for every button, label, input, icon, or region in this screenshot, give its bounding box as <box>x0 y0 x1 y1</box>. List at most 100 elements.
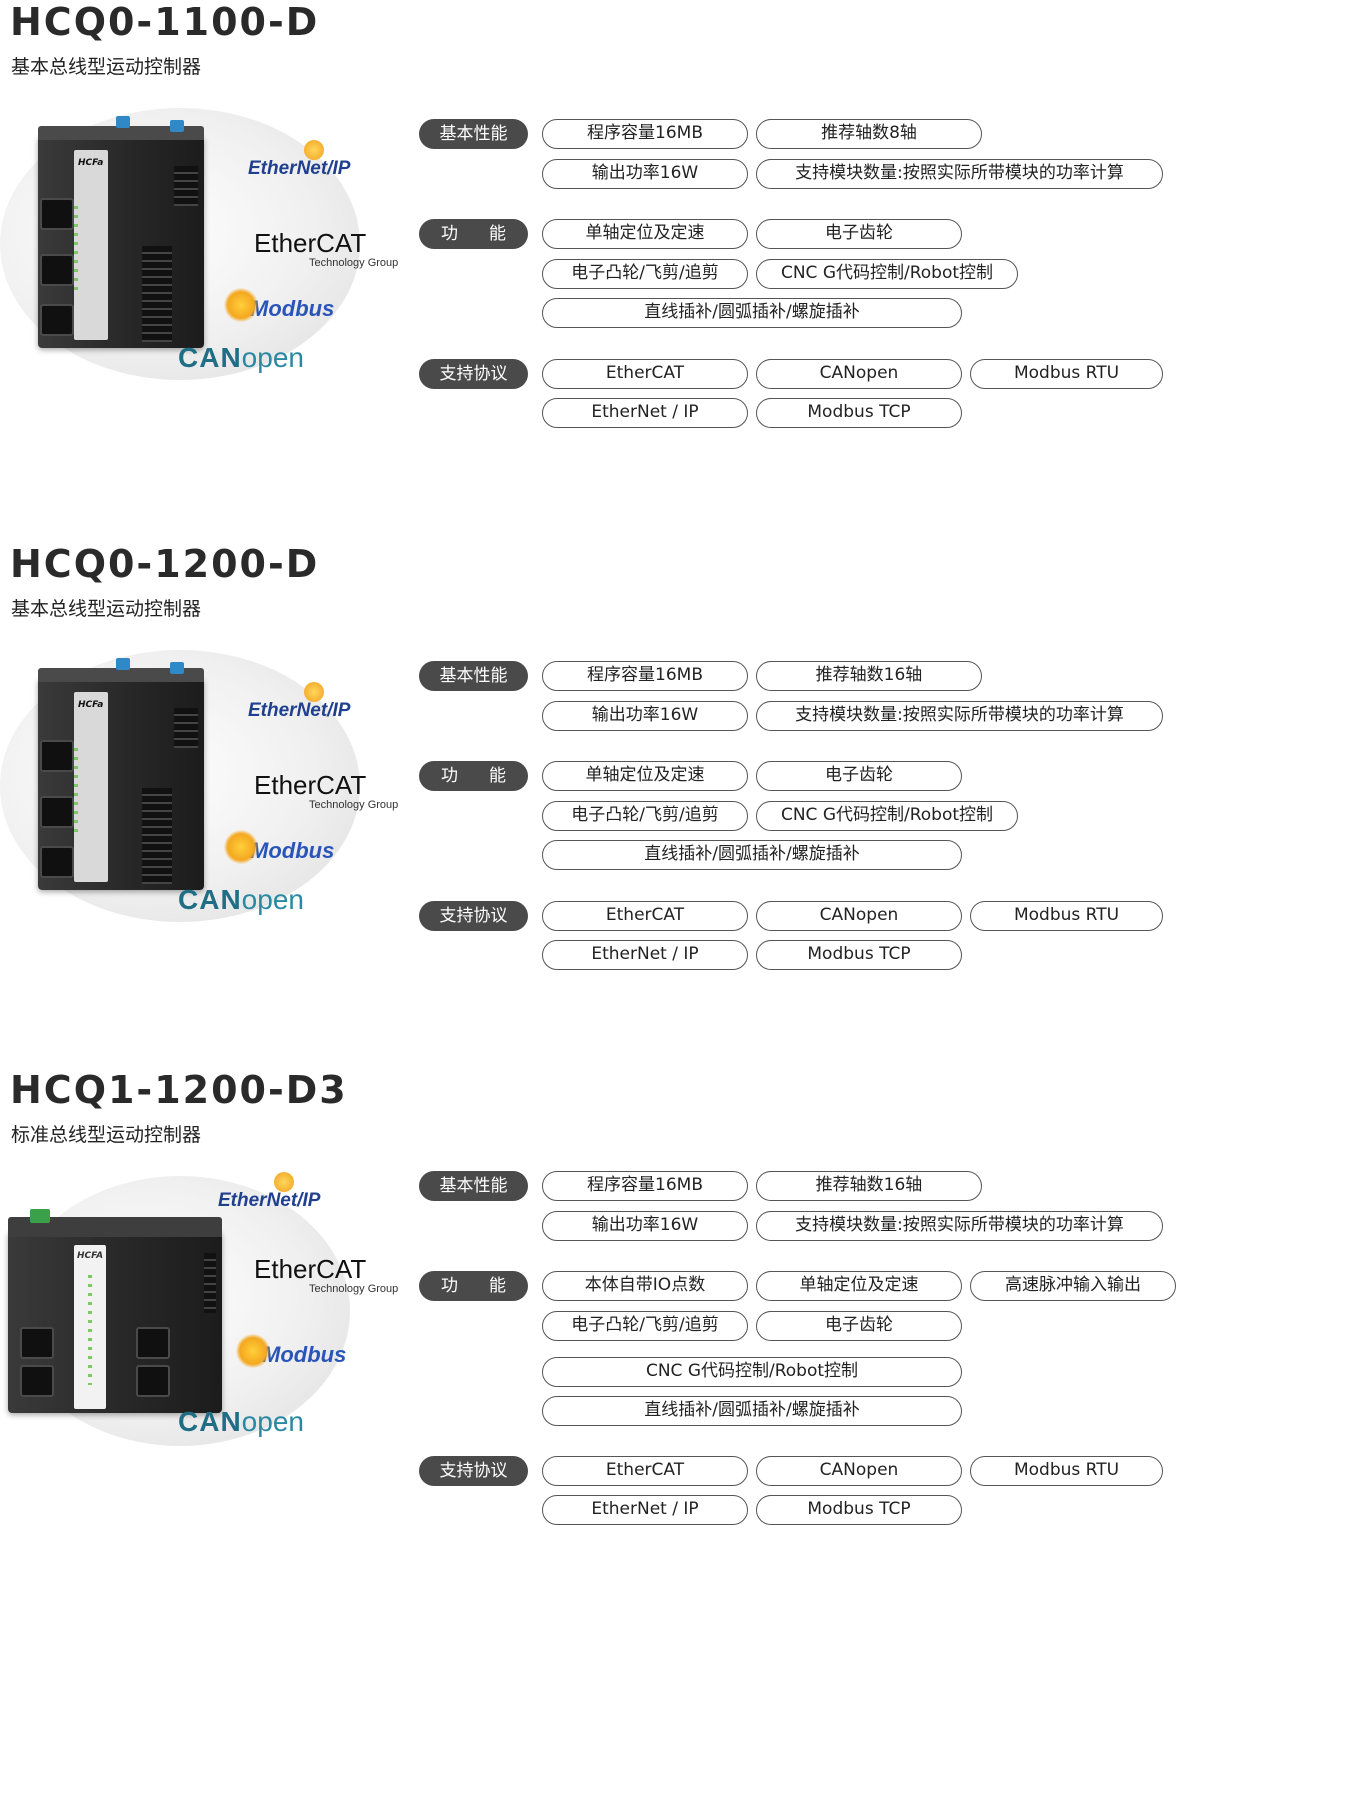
spec-pill: 推荐轴数16轴 <box>756 661 982 691</box>
spec-pill: EtherNet / IP <box>542 1495 748 1525</box>
spec-pill: Modbus TCP <box>756 1495 962 1525</box>
spec-pill: 电子凸轮/飞剪/追剪 <box>542 1311 748 1341</box>
spec-pill: 电子凸轮/飞剪/追剪 <box>542 801 748 831</box>
spec-pill: EtherNet / IP <box>542 398 748 428</box>
group-label: 基本性能 <box>419 661 528 691</box>
spec-pill: 电子齿轮 <box>756 219 962 249</box>
group-label: 功能 <box>419 219 528 249</box>
ethernet-port <box>40 198 74 230</box>
spec-pill: 输出功率16W <box>542 701 748 731</box>
spec-pill: Modbus RTU <box>970 1456 1163 1486</box>
spec-pill: 电子齿轮 <box>756 1311 962 1341</box>
device-leds <box>88 1275 92 1385</box>
canopen-logo: CANopen <box>178 884 304 915</box>
device-leds <box>74 206 78 296</box>
model-title: HCQ0-1200-D <box>10 542 320 586</box>
spec-pill: CNC G代码控制/Robot控制 <box>542 1357 962 1387</box>
group-label-part: 能 <box>489 1276 506 1296</box>
product-visual: HCFa EtherNet/IP EtherCAT Technology Gro… <box>0 650 470 970</box>
spec-pill: CANopen <box>756 1456 962 1486</box>
spec-pill: CANopen <box>756 359 962 389</box>
ethercat-logo: EtherCAT Technology Group <box>254 228 399 269</box>
device-brand: HCFa <box>78 158 104 168</box>
group-label-part: 功 <box>441 1276 458 1296</box>
product-subtitle: 标准总线型运动控制器 <box>11 1124 202 1146</box>
spec-pill: 本体自带IO点数 <box>542 1271 748 1301</box>
group-label-part: 能 <box>489 224 506 244</box>
controller-image: HCFa <box>38 116 204 348</box>
ethernet-port <box>40 740 74 772</box>
modbus-sun-icon <box>224 288 258 322</box>
ethernet-port <box>40 796 74 828</box>
terminal-block <box>174 708 198 748</box>
spec-pill: Modbus TCP <box>756 940 962 970</box>
terminal-block <box>204 1253 216 1313</box>
spec-pill: Modbus TCP <box>756 398 962 428</box>
model-title: HCQ0-1100-D <box>10 0 320 44</box>
spec-pill: CNC G代码控制/Robot控制 <box>756 801 1018 831</box>
spec-pill: 单轴定位及定速 <box>756 1271 962 1301</box>
modbus-logo: Modbus <box>236 1334 346 1368</box>
canopen-logo: CANopen <box>178 342 304 373</box>
modbus-sun-icon <box>236 1334 270 1368</box>
device-clip <box>30 1209 50 1223</box>
spec-pill: 支持模块数量:按照实际所带模块的功率计算 <box>756 159 1163 189</box>
product-visual: HCFa EtherNet/IP EtherCAT Technology Gro… <box>0 108 470 428</box>
group-label-part: 能 <box>489 766 506 786</box>
spec-pill: 直线插补/圆弧插补/螺旋插补 <box>542 298 962 328</box>
device-clip <box>116 658 130 670</box>
device-leds <box>74 748 78 838</box>
model-title: HCQ1-1200-D3 <box>10 1068 348 1112</box>
controller-image: HCFA <box>8 1209 222 1413</box>
group-label: 基本性能 <box>419 119 528 149</box>
spec-pill: 电子齿轮 <box>756 761 962 791</box>
ethercat-tagline: Technology Group <box>309 1283 399 1295</box>
sun-icon <box>304 140 324 160</box>
spec-pill: 推荐轴数16轴 <box>756 1171 982 1201</box>
spec-pill: 程序容量16MB <box>542 119 748 149</box>
spec-pill: 输出功率16W <box>542 1211 748 1241</box>
ethernet-port <box>40 304 74 336</box>
ethercat-logo: EtherCAT Technology Group <box>254 1254 399 1295</box>
ethernet-ip-logo: EtherNet/IP <box>218 1172 320 1212</box>
spec-pill: 程序容量16MB <box>542 661 748 691</box>
device-panel <box>74 150 108 340</box>
terminal-block <box>142 246 172 342</box>
spec-pill: 单轴定位及定速 <box>542 219 748 249</box>
spec-pill: 直线插补/圆弧插补/螺旋插补 <box>542 1396 962 1426</box>
spec-pill: 推荐轴数8轴 <box>756 119 982 149</box>
canopen-logo: CANopen <box>178 1406 304 1437</box>
group-label-part: 功 <box>441 766 458 786</box>
spec-pill: Modbus RTU <box>970 359 1163 389</box>
modbus-sun-icon <box>224 830 258 864</box>
sun-icon <box>274 1172 294 1192</box>
product-subtitle: 基本总线型运动控制器 <box>11 56 202 78</box>
group-label: 基本性能 <box>419 1171 528 1201</box>
ethernet-port <box>40 254 74 286</box>
spec-pill: 输出功率16W <box>542 159 748 189</box>
device-top <box>38 668 204 682</box>
group-label: 功能 <box>419 1271 528 1301</box>
modbus-logo: Modbus <box>224 830 334 864</box>
device-clip <box>170 120 184 132</box>
group-label: 支持协议 <box>419 901 528 931</box>
spec-pill: CANopen <box>756 901 962 931</box>
group-label: 支持协议 <box>419 359 528 389</box>
spec-pill: CNC G代码控制/Robot控制 <box>756 259 1018 289</box>
product-subtitle: 基本总线型运动控制器 <box>11 598 202 620</box>
device-clip <box>170 662 184 674</box>
group-label: 支持协议 <box>419 1456 528 1486</box>
device-brand: HCFA <box>77 1251 104 1261</box>
ethernet-port <box>136 1327 170 1359</box>
spec-pill: EtherCAT <box>542 359 748 389</box>
ethernet-ip-logo: EtherNet/IP <box>248 140 350 180</box>
spec-pill: Modbus RTU <box>970 901 1163 931</box>
spec-pill: 支持模块数量:按照实际所带模块的功率计算 <box>756 1211 1163 1241</box>
sun-icon <box>304 682 324 702</box>
ethercat-logo: EtherCAT Technology Group <box>254 770 399 811</box>
device-brand: HCFa <box>78 700 104 710</box>
spec-pill: 高速脉冲输入输出 <box>970 1271 1176 1301</box>
spec-pill: 程序容量16MB <box>542 1171 748 1201</box>
device-panel <box>74 692 108 882</box>
ethernet-port <box>20 1365 54 1397</box>
